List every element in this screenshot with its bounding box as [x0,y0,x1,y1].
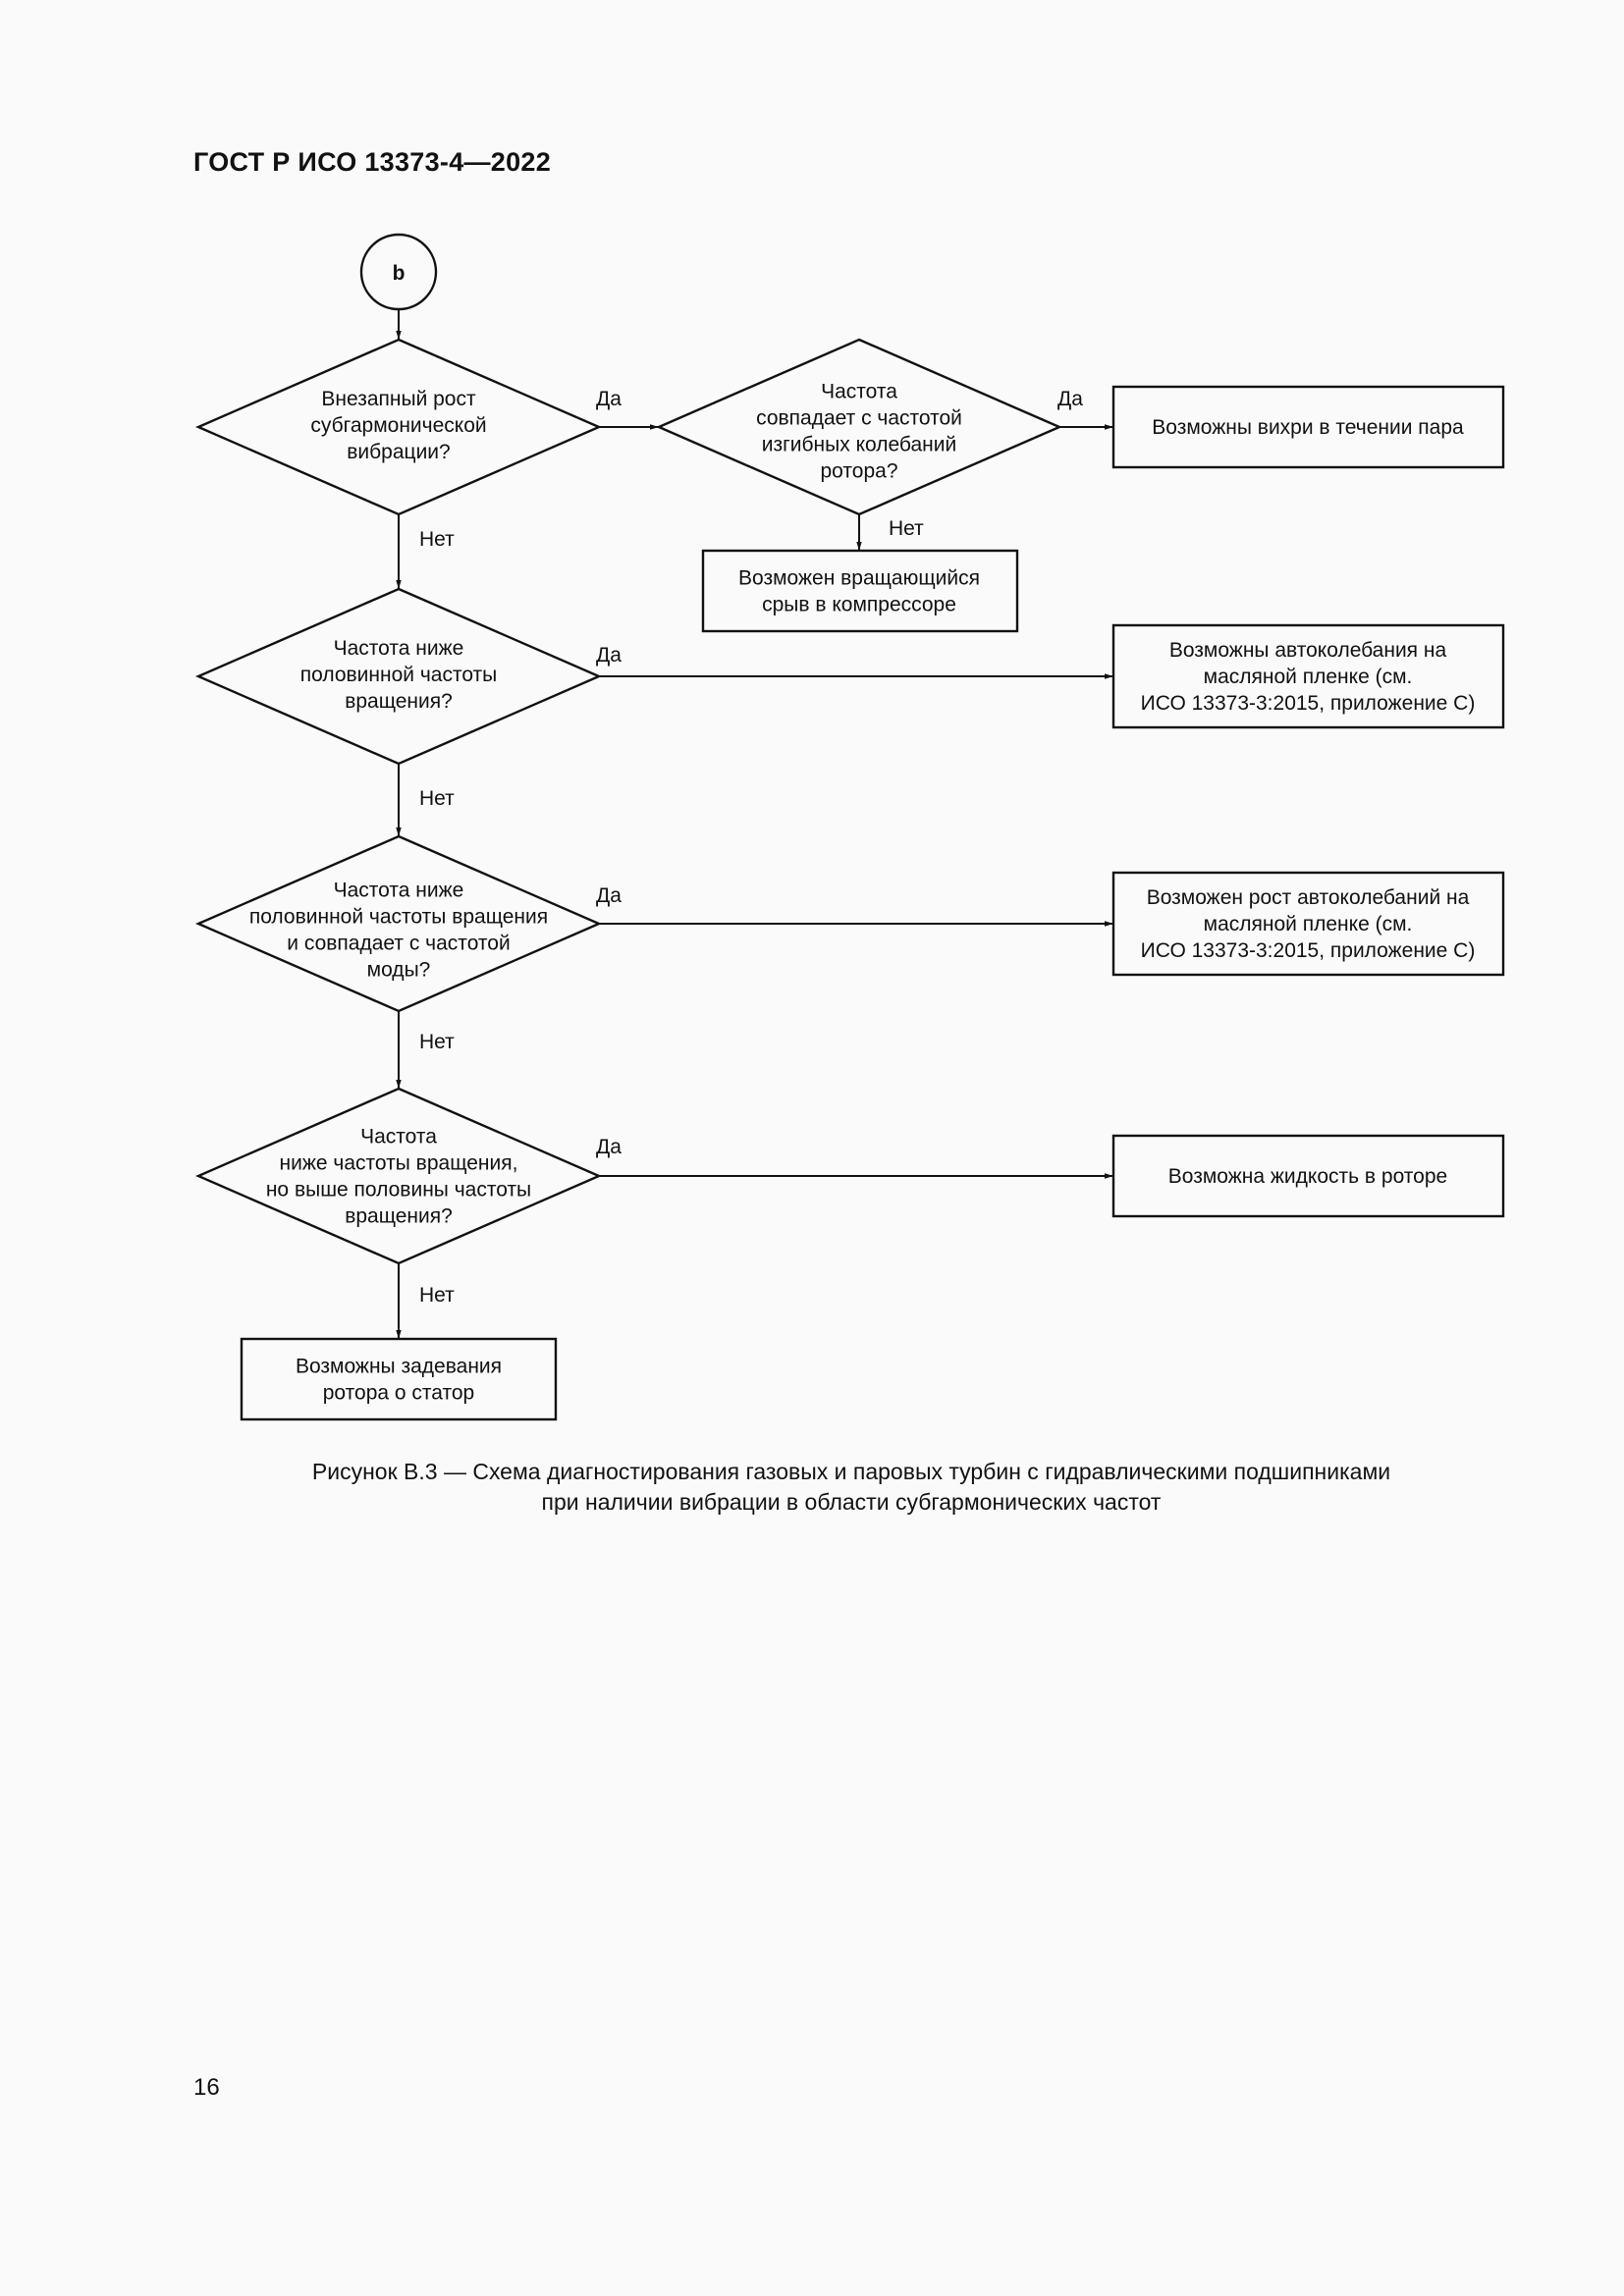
text-line: ИСО 13373-3:2015, приложение C) [1141,939,1476,962]
text-line: ИСО 13373-3:2015, приложение C) [1141,692,1476,715]
decision-between-half-and-full: Частота ниже частоты вращения, но выше пол… [194,1087,603,1265]
text-line: вращения? [345,1205,453,1228]
text-line: но выше половины частоты [266,1179,531,1201]
text-line: Возможны автоколебания на [1169,639,1447,662]
text-line: ниже частоты вращения, [280,1152,518,1175]
decision-text: Частота ниже половинной частоты вращения и… [249,880,548,982]
outcome-text: Возможны автоколебания на масляной пленке… [1141,639,1476,715]
decision-text: Внезапный рост субгармонической вибрации? [310,388,486,463]
text-line: Частота ниже [334,637,464,660]
text-line: Внезапный рост [321,388,476,410]
decision-below-half-speed: Частота ниже половинной частоты вращения? [194,587,603,766]
text-line: и совпадает с частотой [287,933,510,955]
yes-label: Да [1057,388,1083,410]
decision-text: Частота ниже частоты вращения, но выше пол… [266,1126,531,1228]
page-number: 16 [193,2074,220,2101]
diagnostic-flowchart: b Внезапный рост субгармонической вибрации… [194,233,1505,1421]
outcome-text: Возможны задевания ротора о статор [296,1356,502,1405]
text-line: Возможны вихри в течении пара [1152,416,1464,439]
text-line: вращения? [345,690,453,713]
caption-line-2: при наличии вибрации в области субгармон… [541,1489,1162,1515]
text-line: ротора о статор [323,1382,475,1405]
decision-sudden-subharmonic: Внезапный рост субгармонической вибрации? [194,338,603,516]
outcome-rotating-stall: Возможен вращающийся срыв в компрессоре [701,549,1019,633]
yes-label: Да [596,1136,622,1158]
text-line: Возможен вращающийся [738,567,980,590]
text-line: Частота [821,381,897,403]
yes-label: Да [596,388,622,410]
no-label: Нет [419,528,455,551]
outcome-text: Возможна жидкость в роторе [1168,1165,1447,1188]
no-label: Нет [419,1284,455,1307]
decision-bending-frequency: Частота совпадает с частотой изгибных коле… [655,338,1063,516]
outcome-oil-whirl: Возможны автоколебания на масляной пленке… [1111,623,1505,729]
caption-line-1: Рисунок B.3 — Схема диагностирования газ… [311,1459,1391,1484]
text-line: Возможны задевания [296,1356,502,1378]
text-line: Возможна жидкость в роторе [1168,1165,1447,1188]
no-label: Нет [419,1031,455,1053]
text-line: совпадает с частотой [756,407,962,430]
text-line: половинной частоты вращения [249,906,548,929]
connector-label: b [393,262,406,285]
text-line: вибрации? [347,441,450,463]
text-line: субгармонической [310,414,486,437]
outcome-text: Возможны вихри в течении пара [1152,416,1464,439]
outcome-fluid-in-rotor: Возможна жидкость в роторе [1111,1134,1505,1218]
yes-label: Да [596,644,622,667]
connector-b: b [359,233,438,311]
text-line: ротора? [821,460,898,483]
outcome-oil-whip: Возможен рост автоколебаний на масляной п… [1111,871,1505,977]
text-line: срыв в компрессоре [762,594,956,616]
no-label: Нет [889,517,924,540]
decision-below-half-speed-mode: Частота ниже половинной частоты вращения и… [194,834,603,1013]
text-line: изгибных колебаний [762,434,956,456]
outcome-steam-whirl: Возможны вихри в течении пара [1111,385,1505,469]
decision-text: Частота совпадает с частотой изгибных коле… [756,381,962,483]
document-header: ГОСТ Р ИСО 13373-4—2022 [193,147,552,177]
figure-caption: Рисунок B.3 — Схема диагностирования газ… [0,1457,1624,1518]
outcome-rub: Возможны задевания ротора о статор [240,1337,558,1421]
text-line: Возможен рост автоколебаний на [1147,886,1470,909]
text-line: масляной пленке (см. [1204,913,1413,935]
text-line: половинной частоты [300,664,498,686]
text-line: масляной пленке (см. [1204,666,1413,688]
outcome-text: Возможен вращающийся срыв в компрессоре [738,567,980,616]
no-label: Нет [419,787,455,810]
decision-text: Частота ниже половинной частоты вращения? [300,637,498,713]
text-line: Частота ниже [334,880,464,902]
outcome-text: Возможен рост автоколебаний на масляной п… [1141,886,1476,962]
text-line: моды? [367,959,431,982]
text-line: Частота [360,1126,437,1148]
yes-label: Да [596,884,622,907]
